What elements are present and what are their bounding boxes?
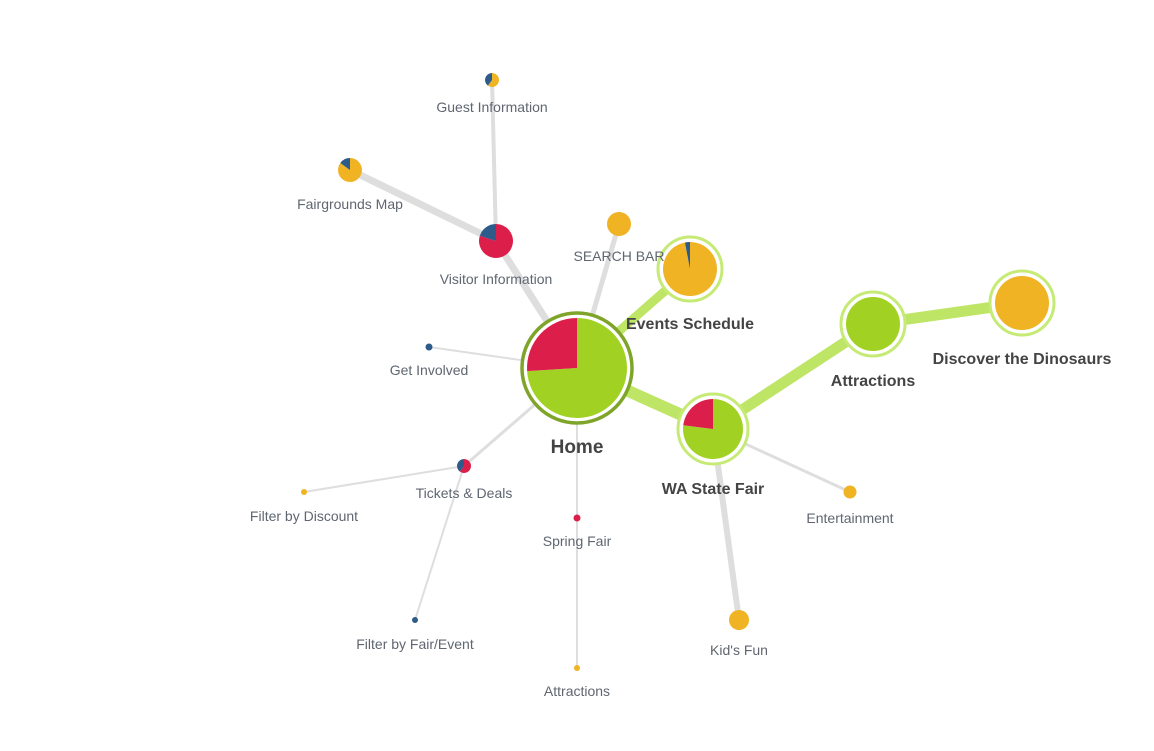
pie-slice-yellow <box>729 610 749 630</box>
pie-slice-blue <box>425 343 433 351</box>
node-label-tickets-deals: Tickets & Deals <box>416 485 513 501</box>
pie-slice-blue <box>340 158 350 170</box>
node-home[interactable] <box>520 311 634 425</box>
link-visitor-information-to-fairgrounds-map <box>346 166 500 245</box>
node-events-schedule[interactable] <box>656 235 724 303</box>
node-label-entertainment: Entertainment <box>806 510 893 526</box>
pie-slice-green <box>683 399 744 460</box>
node-fairgrounds-map[interactable] <box>338 158 362 182</box>
node-label-search-bar: SEARCH BAR <box>573 248 664 264</box>
node-filter-discount[interactable] <box>301 489 307 495</box>
pie-slice-red <box>573 514 581 522</box>
node-wa-state-fair[interactable] <box>676 392 750 466</box>
node-attractions-sub[interactable] <box>574 665 580 671</box>
pie-slice-yellow <box>995 276 1049 330</box>
node-label-kids-fun: Kid's Fun <box>710 642 768 658</box>
pie-slice-blue <box>456 459 464 472</box>
node-spring-fair[interactable] <box>573 514 581 522</box>
node-label-wa-state-fair: WA State Fair <box>662 481 765 498</box>
pie-slice-blue <box>484 73 492 86</box>
pie-slice-red <box>683 399 713 429</box>
node-label-attractions-main: Attractions <box>831 373 916 390</box>
node-kids-fun[interactable] <box>729 610 749 630</box>
pie-slice-yellow <box>487 73 500 87</box>
node-attractions-main[interactable] <box>839 290 907 358</box>
node-filter-fair-event[interactable] <box>412 617 418 623</box>
node-label-home: Home <box>551 437 604 458</box>
pie-slice-red <box>479 223 514 258</box>
node-label-filter-discount: Filter by Discount <box>250 508 358 524</box>
pie-slice-blue <box>684 242 690 269</box>
node-search-bar[interactable] <box>607 212 631 236</box>
node-label-visitor-information: Visitor Information <box>440 271 553 287</box>
pie-slice-red <box>527 318 577 372</box>
link-visitor-information-to-guest-information <box>490 78 498 243</box>
nodes-layer <box>301 73 1056 671</box>
pie-slice-yellow <box>607 212 631 236</box>
node-guest-information[interactable] <box>484 73 500 87</box>
node-tickets-deals[interactable] <box>456 459 472 474</box>
node-label-guest-information: Guest Information <box>436 99 547 115</box>
node-label-fairgrounds-map: Fairgrounds Map <box>297 196 403 212</box>
pie-slice-green <box>527 318 627 418</box>
node-label-spring-fair: Spring Fair <box>543 533 612 549</box>
pie-slice-yellow <box>843 485 857 499</box>
node-label-attractions-sub: Attractions <box>544 683 610 699</box>
pie-slice-yellow <box>301 489 307 495</box>
pie-slice-yellow <box>574 665 580 671</box>
pie-slice-blue <box>479 224 496 241</box>
pie-slice-blue <box>412 617 418 623</box>
node-discover-dinosaurs[interactable] <box>988 269 1056 337</box>
node-label-discover-dinosaurs: Discover the Dinosaurs <box>933 351 1112 368</box>
node-label-events-schedule: Events Schedule <box>626 316 754 333</box>
pie-slice-red <box>459 459 472 474</box>
link-tickets-deals-to-filter-fair-event <box>414 465 465 621</box>
node-entertainment[interactable] <box>843 485 857 499</box>
labels-layer: Home Events Schedule WA State Fair Attra… <box>250 99 1112 699</box>
node-visitor-information[interactable] <box>479 223 514 258</box>
node-label-get-involved: Get Involved <box>390 362 469 378</box>
node-get-involved[interactable] <box>425 343 433 351</box>
node-label-filter-fair-event: Filter by Fair/Event <box>356 636 474 652</box>
pie-slice-green <box>846 297 900 351</box>
link-tickets-deals-to-filter-discount <box>303 465 465 493</box>
